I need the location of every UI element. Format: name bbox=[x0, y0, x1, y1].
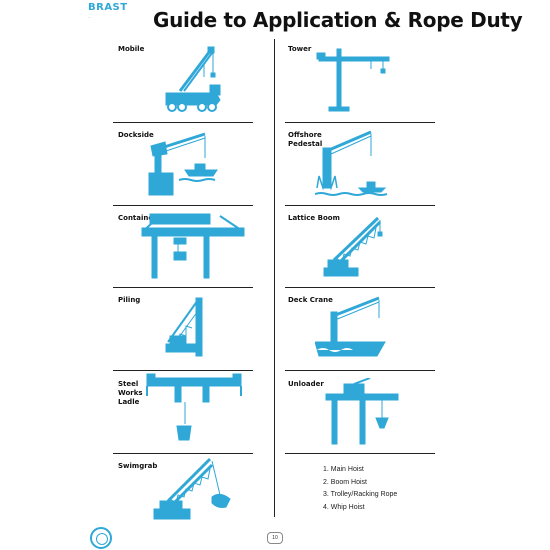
rope-duty-legend: 1. Main Hoist 2. Boom Hoist 3. Trolley/R… bbox=[323, 464, 397, 514]
swimgrab-crane-icon bbox=[153, 457, 231, 520]
row-divider bbox=[285, 453, 435, 454]
row-divider bbox=[285, 122, 435, 123]
label-deck-crane: Deck Crane bbox=[288, 296, 333, 304]
label-container: Container bbox=[118, 214, 157, 222]
label-mobile: Mobile bbox=[118, 45, 145, 53]
label-dockside: Dockside bbox=[118, 131, 154, 139]
ladle-crane-icon bbox=[146, 373, 242, 441]
column-divider bbox=[274, 39, 275, 517]
page-title: Guide to Application & Rope Duty bbox=[153, 8, 523, 32]
label-swimgrab: Swimgrab bbox=[118, 462, 158, 470]
deck-crane-icon bbox=[315, 296, 386, 357]
page-number: 10 bbox=[267, 532, 283, 544]
brand-logo: BRAST ... bbox=[88, 2, 148, 20]
label-unloader: Unloader bbox=[288, 380, 324, 388]
label-lattice-boom: Lattice Boom bbox=[288, 214, 340, 222]
row-divider bbox=[285, 287, 435, 288]
label-tower: Tower bbox=[288, 45, 312, 53]
row-divider bbox=[113, 287, 253, 288]
certification-seal-icon bbox=[90, 527, 112, 549]
legend-item: 2. Boom Hoist bbox=[323, 478, 367, 486]
row-divider bbox=[285, 205, 435, 206]
label-piling: Piling bbox=[118, 296, 141, 304]
legend-item: 4. Whip Hoist bbox=[323, 503, 365, 511]
row-divider bbox=[113, 122, 253, 123]
lattice-boom-crane-icon bbox=[323, 216, 383, 277]
dockside-crane-icon bbox=[148, 132, 218, 196]
legend-item: 1. Main Hoist bbox=[323, 466, 364, 473]
logo-subtext: ... bbox=[88, 14, 92, 19]
mobile-crane-icon bbox=[165, 46, 221, 112]
row-divider bbox=[113, 370, 253, 371]
row-divider bbox=[285, 370, 435, 371]
legend-item: 3. Trolley/Racking Rope bbox=[323, 491, 398, 498]
logo-text: BRAST bbox=[88, 2, 128, 13]
row-divider bbox=[113, 453, 253, 454]
row-divider bbox=[113, 205, 253, 206]
piling-rig-icon bbox=[165, 297, 203, 357]
offshore-pedestal-crane-icon bbox=[315, 130, 388, 196]
container-crane-icon bbox=[141, 213, 245, 279]
tower-crane-icon bbox=[316, 48, 390, 112]
unloader-crane-icon bbox=[325, 378, 399, 445]
